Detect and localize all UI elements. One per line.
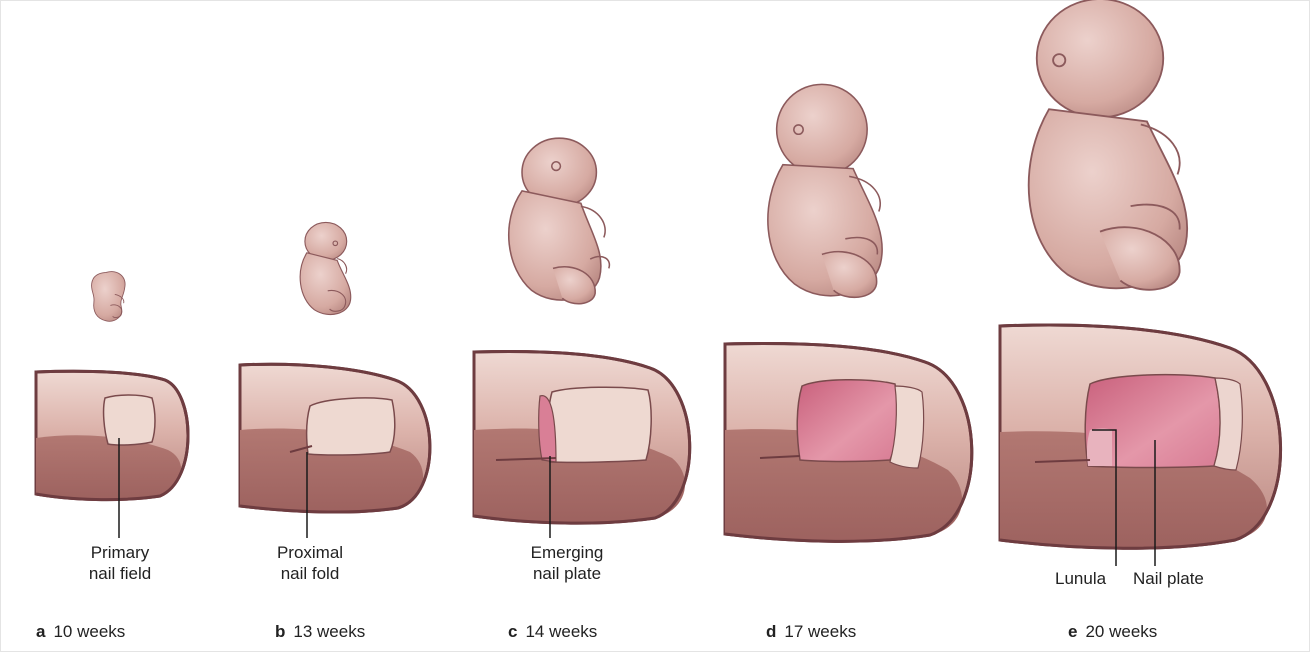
caption-d: d 17 weeks [766, 622, 856, 642]
label-nail-plate: Nail plate [1133, 568, 1233, 589]
fetus-d-icon [768, 84, 882, 297]
caption-c: c 14 weeks [508, 622, 597, 642]
caption-age-b: 13 weeks [293, 622, 365, 641]
caption-letter-a: a [36, 622, 45, 641]
proximal-nail-fold [307, 398, 395, 455]
label-emerging-nail-plate: Emerging nail plate [522, 542, 612, 584]
caption-b: b 13 weeks [275, 622, 365, 642]
label-proximal-nail-fold: Proximal nail fold [270, 542, 350, 584]
caption-age-e: 20 weeks [1085, 622, 1157, 641]
fingertip-d [725, 344, 972, 542]
caption-age-a: 10 weeks [53, 622, 125, 641]
caption-letter-d: d [766, 622, 776, 641]
caption-age-d: 17 weeks [784, 622, 856, 641]
caption-letter-b: b [275, 622, 285, 641]
fetus-a-icon [92, 272, 126, 322]
label-lunula: Lunula [1055, 568, 1125, 589]
emerging-nail-plate [548, 387, 652, 462]
caption-a: a 10 weeks [36, 622, 125, 642]
label-primary-nail-field: Primary nail field [84, 542, 156, 584]
primary-nail-field [104, 395, 155, 445]
caption-e: e 20 weeks [1068, 622, 1157, 642]
fingertip-a [36, 371, 188, 499]
caption-letter-e: e [1068, 622, 1077, 641]
fetus-e-icon [1029, 0, 1187, 290]
fingertip-c [474, 352, 690, 524]
fingertip-e [1000, 325, 1281, 548]
lunula-e [1087, 429, 1112, 467]
fetus-b-icon [300, 222, 351, 314]
caption-letter-c: c [508, 622, 517, 641]
caption-age-c: 14 weeks [525, 622, 597, 641]
fetus-c-icon [509, 138, 610, 304]
fingertip-b [240, 364, 430, 512]
